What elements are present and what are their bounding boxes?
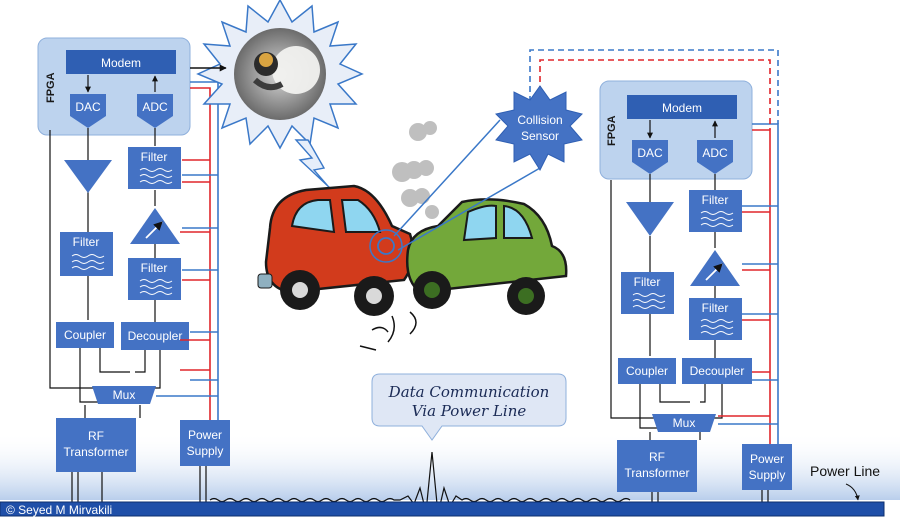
right-rx-filter-bottom-label: Filter (702, 301, 729, 315)
left-rx-filter-bottom-label: Filter (141, 261, 168, 275)
right-tx-filter-label: Filter (634, 275, 661, 289)
left-tx-amplifier (64, 160, 112, 193)
sensor-link-blue (529, 49, 779, 124)
left-decoupler-label: Decoupler (128, 329, 183, 343)
left-rx-filter-bottom-block (128, 258, 181, 300)
left-mux-block (92, 386, 156, 404)
power-line-signal (209, 451, 631, 515)
right-coupler-label: Coupler (626, 364, 668, 378)
left-transceiver: FPGA Modem DAC ADC Filter Filter Filter (37, 37, 230, 502)
left-rx-filter-top-label: Filter (141, 150, 168, 164)
left-rx-filter-top-block (128, 147, 181, 189)
left-dac-label: DAC (75, 100, 101, 114)
credit-text: © Seyed M Mirvakili (6, 503, 112, 517)
skid-marks (359, 311, 417, 351)
power-line-bus (0, 501, 885, 517)
left-rf-transformer-block (56, 418, 136, 472)
smoke-puffs (392, 121, 439, 219)
right-coupler-block (618, 358, 676, 384)
left-power-rail-red (180, 87, 211, 420)
right-ps-label-1: Power (750, 452, 784, 466)
left-mux-label: Mux (113, 388, 136, 402)
left-coupler-label: Coupler (64, 328, 106, 342)
left-filter-wave-icon (139, 279, 173, 295)
right-decoupler-block (682, 358, 752, 384)
left-power-supply-block (180, 420, 230, 466)
right-filter-wave-icon (700, 319, 734, 335)
right-adc-label: ADC (702, 146, 728, 160)
green-car (406, 198, 568, 315)
right-filter-wave-icon (700, 211, 734, 227)
right-fpga-label: FPGA (606, 115, 618, 146)
left-modem-label: Modem (101, 56, 141, 70)
right-ps-label-2: Supply (749, 468, 786, 482)
callout-line-1: Data Communication (388, 383, 550, 401)
left-rf-label-2: Transformer (64, 445, 129, 459)
collision-sensor-burst (495, 85, 583, 172)
right-tx-amplifier (626, 202, 674, 236)
right-rx-filter-top-block (689, 190, 742, 232)
right-dac-block (632, 140, 668, 174)
right-mux-label: Mux (673, 416, 696, 430)
right-rx-amplifier (690, 250, 740, 286)
left-filter-wave-icon (71, 254, 105, 270)
right-filter-wave-icon (632, 293, 666, 309)
left-rf-label-1: RF (88, 429, 104, 443)
power-line-pointer (845, 483, 860, 501)
left-coupler-block (56, 322, 114, 348)
left-ps-label-2: Supply (187, 444, 224, 458)
right-rf-label-2: Transformer (625, 466, 690, 480)
right-modem-block (627, 95, 737, 119)
airbag-burst (196, 0, 364, 150)
right-adc-block (697, 140, 733, 174)
left-ps-label-1: Power (188, 428, 222, 442)
red-car (257, 184, 415, 316)
right-dac-label: DAC (637, 146, 663, 160)
collision-sensor-label-2: Sensor (521, 129, 559, 143)
left-decoupler-block (121, 322, 189, 350)
callout-line-2: Via Power Line (412, 402, 527, 420)
left-tx-filter-label: Filter (73, 235, 100, 249)
right-power-supply-block (742, 444, 792, 490)
left-fpga-label: FPGA (45, 72, 57, 103)
left-adc-block (137, 94, 173, 128)
right-decoupler-label: Decoupler (690, 364, 745, 378)
left-dac-block (70, 94, 106, 128)
right-rf-label-1: RF (649, 450, 665, 464)
callout-bubble (371, 373, 567, 441)
right-rf-transformer-block (617, 440, 697, 492)
right-transceiver: FPGA Modem DAC ADC Filter Filter Filter … (529, 49, 792, 502)
right-tx-filter-block (621, 272, 674, 314)
power-line-label: Power Line (810, 463, 880, 479)
right-rx-filter-top-label: Filter (702, 193, 729, 207)
right-mux-block (652, 414, 716, 432)
left-filter-wave-icon (139, 168, 173, 184)
left-adc-label: ADC (142, 100, 168, 114)
left-rx-amplifier (130, 208, 180, 244)
right-rx-filter-bottom-block (689, 298, 742, 340)
collision-point (377, 237, 395, 255)
collision-sensor-label-1: Collision (517, 113, 562, 127)
left-modem-block (66, 50, 176, 74)
right-modem-label: Modem (662, 101, 702, 115)
